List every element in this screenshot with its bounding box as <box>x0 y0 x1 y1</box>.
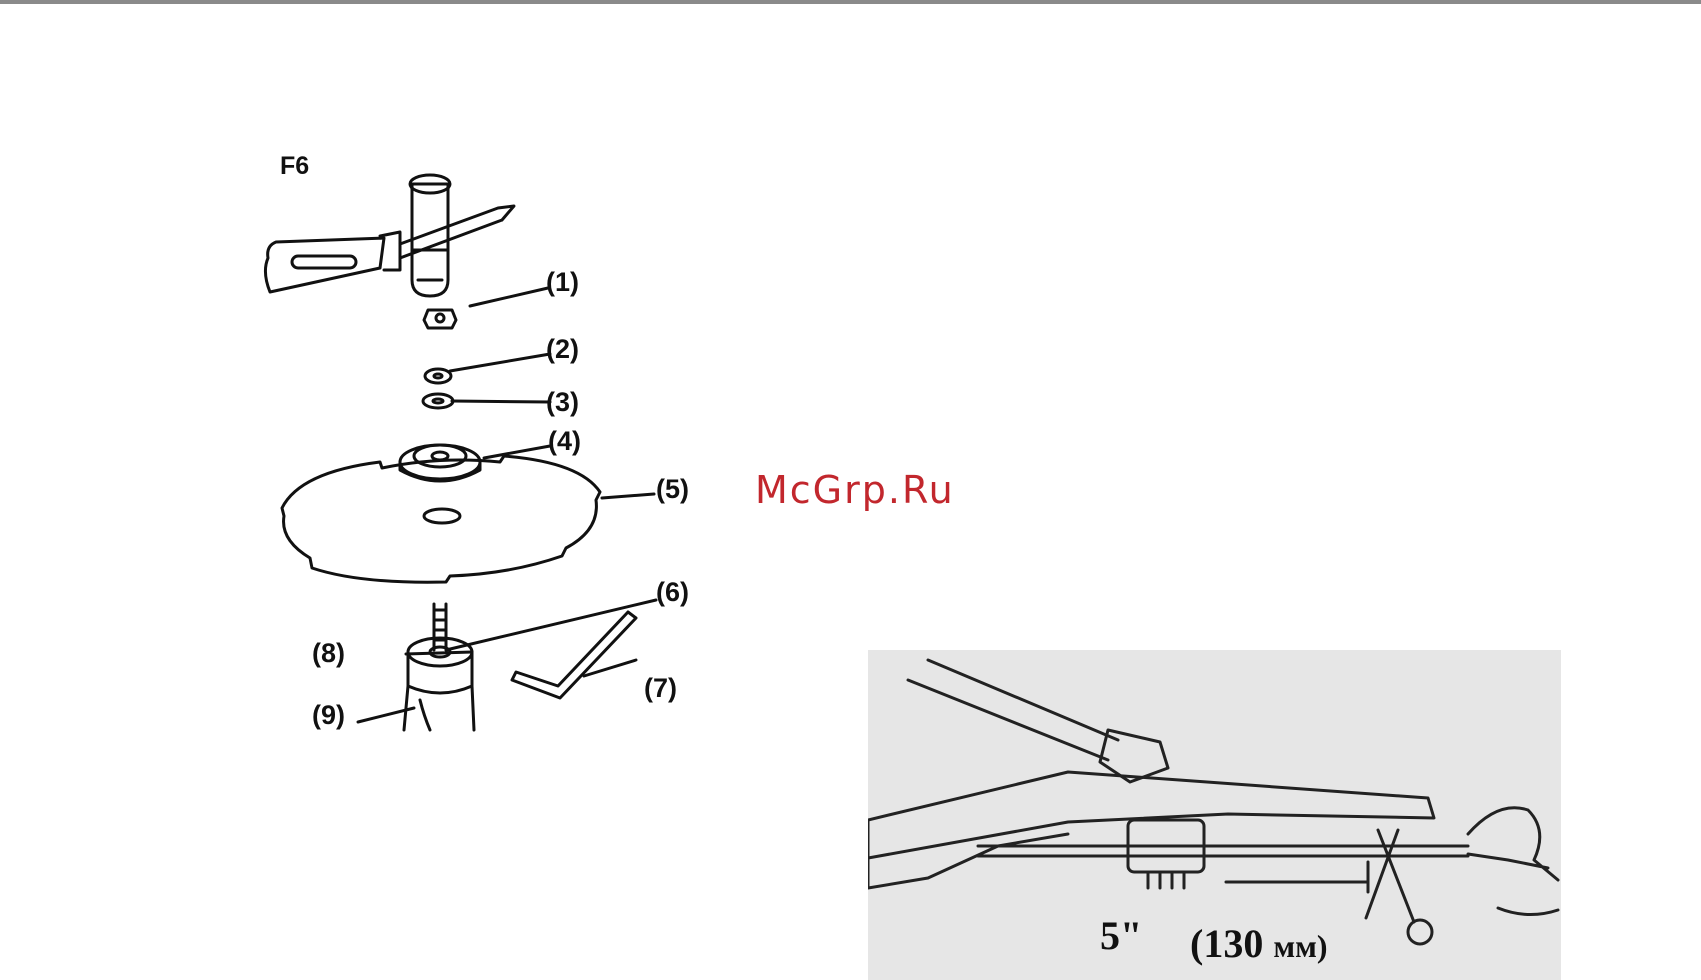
guard-lower-edge <box>868 834 1068 888</box>
callout-6: (6) <box>656 577 689 608</box>
measurement-mm: (130 мм) <box>1190 920 1328 967</box>
measurement-mm-unit: мм) <box>1273 928 1327 964</box>
washer-3 <box>423 394 453 408</box>
callout-2: (2) <box>546 334 579 365</box>
measurement-inches: 5" <box>1100 912 1142 959</box>
screwdriver-handle <box>265 238 384 292</box>
watermark: McGrp.Ru <box>755 468 955 512</box>
blade-center-hole <box>424 509 460 523</box>
callout-5: (5) <box>656 474 689 505</box>
wrench-ring <box>1408 920 1432 944</box>
measurement-mm-value: (130 <box>1190 921 1263 966</box>
gear-studs <box>1148 872 1184 888</box>
measurement-photo: 5" (130 мм) <box>868 650 1561 980</box>
callout-1: (1) <box>546 267 579 298</box>
callout-3: (3) <box>546 387 579 418</box>
blade-line <box>978 846 1468 856</box>
operator-hand <box>1468 808 1558 915</box>
callout-4: (4) <box>548 426 581 457</box>
callout-7: (7) <box>644 673 677 704</box>
wrench <box>1366 830 1414 922</box>
screwdriver-grip-slot <box>292 256 356 268</box>
callout-9: (9) <box>312 700 345 731</box>
bolt <box>434 604 446 650</box>
callout-8: (8) <box>312 638 345 669</box>
blade <box>282 456 600 582</box>
dimension-line <box>1226 862 1368 892</box>
washer-2 <box>425 369 451 383</box>
hex-key <box>512 612 636 698</box>
trimmer-shaft <box>908 660 1118 760</box>
